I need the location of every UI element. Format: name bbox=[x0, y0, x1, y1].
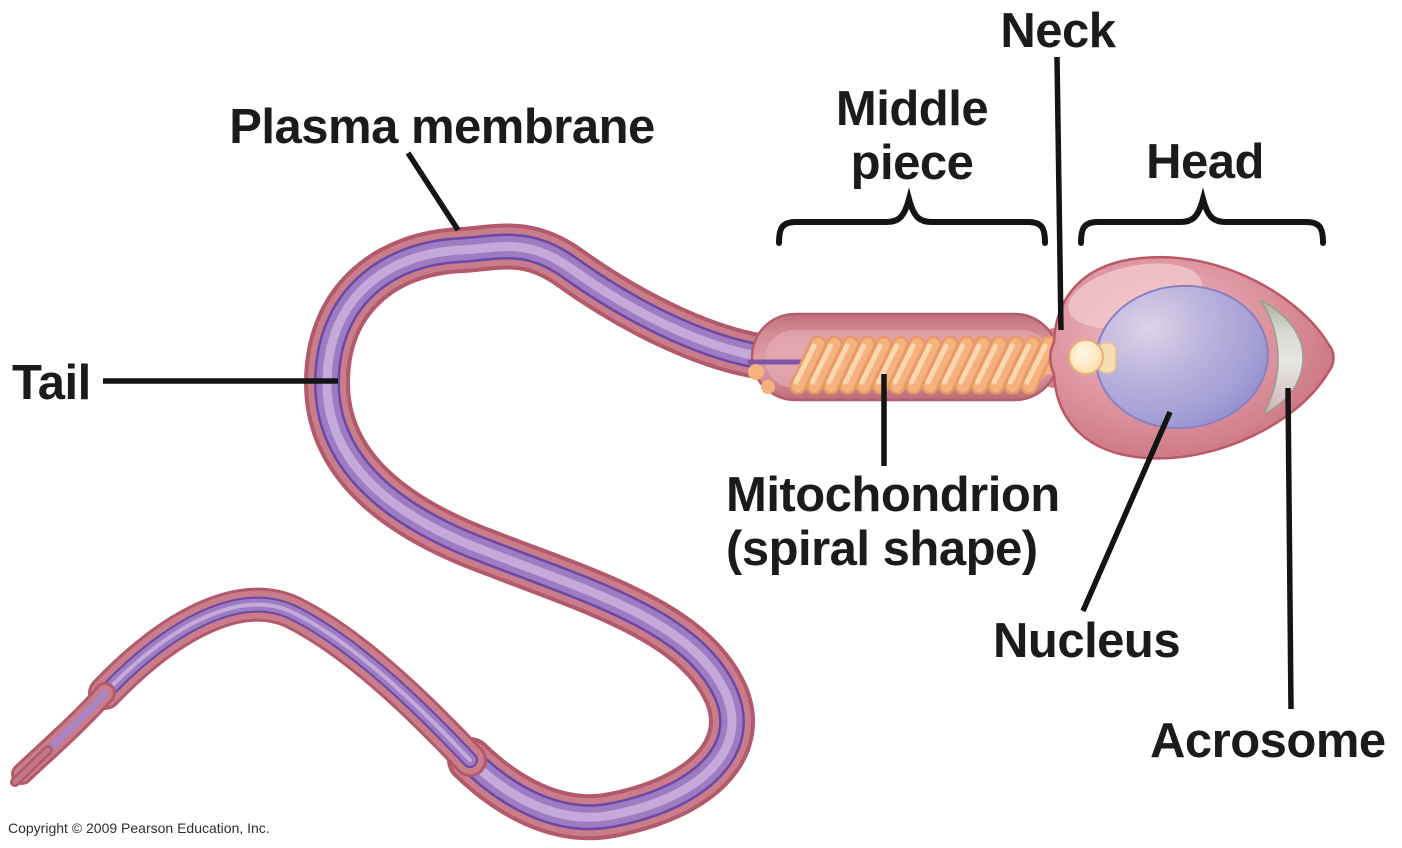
mitochondrion-coil bbox=[748, 335, 1058, 395]
head-graphic bbox=[1049, 255, 1335, 460]
tail-graphic bbox=[10, 223, 795, 841]
acrosome-leader-line bbox=[1285, 387, 1294, 710]
label-neck: Neck bbox=[1000, 4, 1116, 58]
label-mitochondrion: Mitochondrion (spiral shape) bbox=[726, 468, 1116, 576]
nucleus-leader-line bbox=[1080, 410, 1173, 613]
label-middle-piece: Middle piece bbox=[835, 82, 989, 190]
label-head: Head bbox=[1146, 135, 1264, 189]
neck-leader-line bbox=[1054, 56, 1064, 331]
label-acrosome: Acrosome bbox=[1150, 714, 1386, 768]
label-plasma-membrane: Plasma membrane bbox=[229, 100, 655, 154]
head-brace bbox=[1078, 187, 1326, 246]
copyright-notice: Copyright © 2009 Pearson Education, Inc. bbox=[8, 820, 270, 836]
label-mitochondrion-line2: (spiral shape) bbox=[726, 522, 1038, 576]
label-nucleus: Nucleus bbox=[993, 614, 1181, 668]
middle-piece-graphic bbox=[747, 312, 1068, 402]
acrosome-graphic bbox=[1259, 299, 1304, 416]
label-mitochondrion-line1: Mitochondrion bbox=[726, 468, 1060, 522]
centriole-graphic bbox=[1068, 339, 1104, 375]
plasma-membrane-leader-line bbox=[405, 151, 461, 232]
label-tail: Tail bbox=[12, 356, 91, 410]
middle-piece-brace bbox=[776, 187, 1048, 246]
